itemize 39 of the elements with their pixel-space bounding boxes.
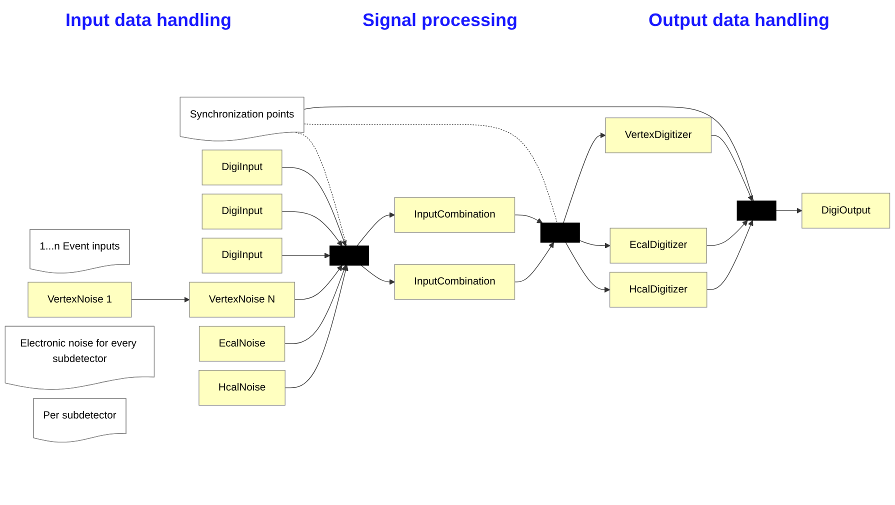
- arrow: [706, 220, 748, 246]
- arrow: [282, 167, 347, 246]
- arrow: [294, 265, 342, 300]
- arrow: [579, 240, 610, 249]
- node-box: HcalDigitizer: [610, 272, 708, 308]
- arrow: [514, 214, 543, 224]
- arrow: [710, 135, 753, 202]
- node-bar: [330, 246, 370, 266]
- section-heading: Signal processing: [362, 10, 518, 30]
- node-bar: [736, 200, 776, 221]
- arrow: [706, 220, 754, 290]
- node-box: VertexNoise N: [189, 282, 295, 318]
- section-heading: Input data handling: [65, 10, 232, 30]
- node-box: EcalDigitizer: [610, 228, 707, 264]
- node-box: DigiInput: [202, 238, 282, 274]
- node-box: EcalNoise: [198, 326, 286, 362]
- node-box: VertexNoise 1: [28, 282, 132, 318]
- node-box: DigiOutput: [802, 193, 890, 229]
- arrow: [131, 297, 190, 303]
- node-bar: [540, 222, 580, 244]
- node-box: DigiInput: [202, 194, 282, 230]
- arrow: [776, 208, 802, 214]
- arrow: [284, 265, 347, 344]
- arrow: [282, 212, 342, 246]
- arrow: [284, 265, 348, 388]
- arrow: [565, 242, 610, 293]
- arrow: [514, 242, 554, 283]
- node-box: InputCombination: [394, 197, 516, 234]
- section-heading: Output data handling: [648, 10, 830, 30]
- arrow: [282, 253, 330, 259]
- node-box: InputCombination: [394, 264, 516, 300]
- node-box: DigiInput: [202, 150, 282, 186]
- node-box: HcalNoise: [198, 370, 286, 406]
- arrow: [563, 132, 606, 224]
- connector: [304, 124, 558, 224]
- connector: [304, 106, 754, 202]
- node-box: VertexDigitizer: [605, 118, 712, 154]
- arrow: [356, 212, 395, 247]
- arrow: [360, 265, 395, 286]
